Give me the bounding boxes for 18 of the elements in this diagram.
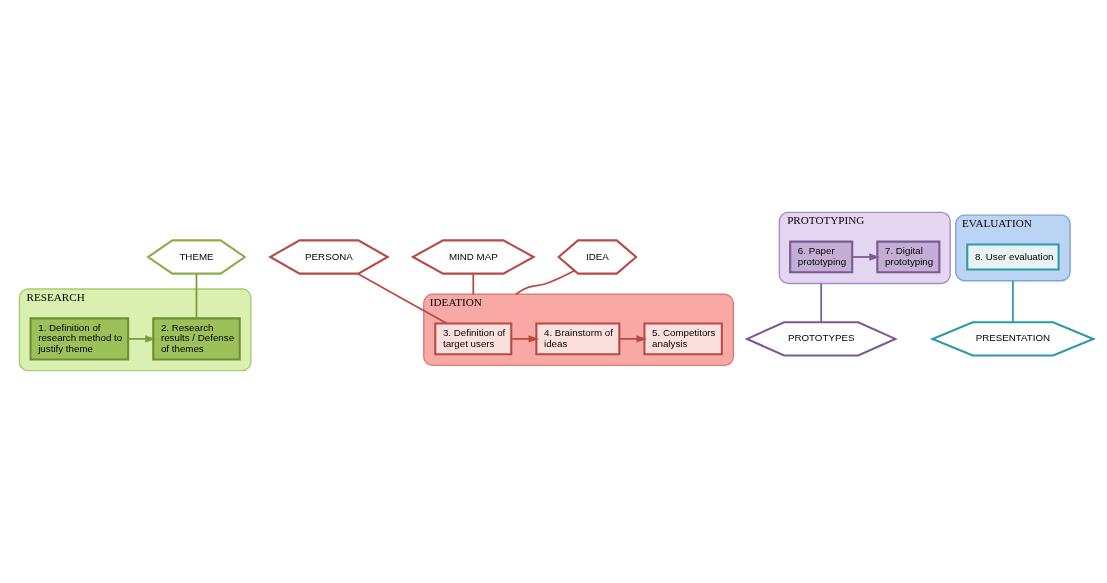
node-box: 3. Definition of target users (434, 322, 513, 356)
arrow (127, 335, 156, 343)
connector (515, 269, 576, 296)
connector (195, 272, 198, 320)
node-box: 2. Research results / Defense of themes (152, 317, 241, 361)
arrow (618, 335, 647, 343)
connector (820, 282, 823, 324)
node-box: 8. User evaluation (966, 243, 1060, 271)
connector (1012, 279, 1014, 324)
node-box: 1. Definition of research method to justify theme (29, 317, 130, 361)
node-box: 6. Paper prototyping (789, 240, 854, 274)
node-box: 4. Brainstorm of ideas (535, 322, 621, 356)
node-box: 7. Digital prototyping (876, 240, 941, 274)
connector (472, 272, 475, 296)
node-box: 5. Competitors analysis (643, 322, 723, 356)
connector (356, 272, 448, 325)
arrow (510, 335, 539, 343)
arrow (851, 253, 880, 261)
